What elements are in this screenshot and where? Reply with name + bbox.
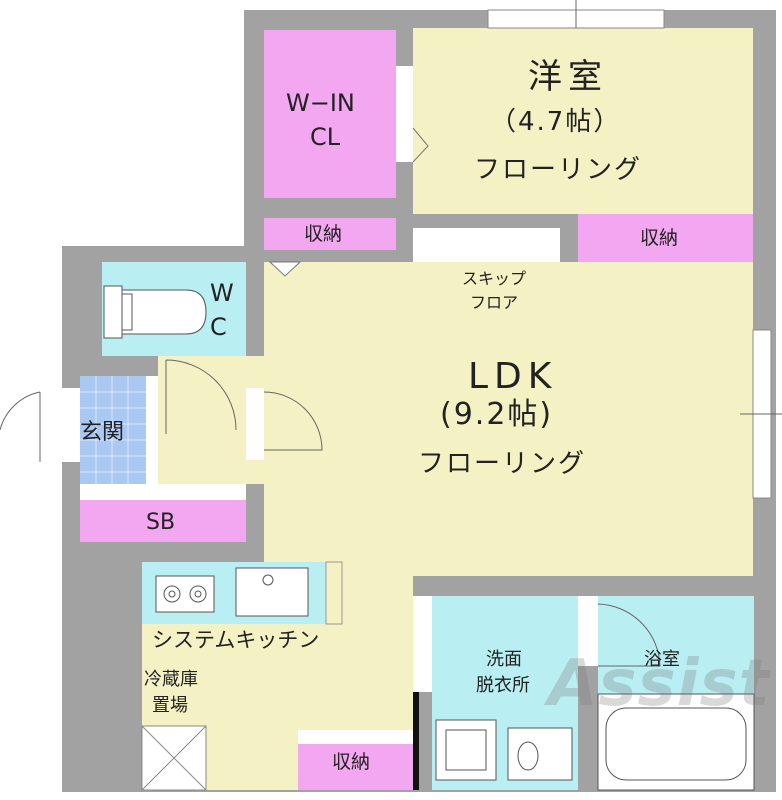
sink	[235, 567, 309, 617]
western-room-floor	[413, 28, 753, 214]
skip-floor-label-2: フロア	[470, 293, 519, 312]
skip-floor-step-marker	[268, 261, 302, 277]
washroom-label-2: 脱衣所	[476, 675, 530, 696]
western-room-floor-type: フローリング	[474, 155, 643, 185]
ldk-size: (9.2帖)	[440, 397, 554, 432]
skip-floor-label-1: スキップ	[462, 269, 527, 288]
top-window	[487, 0, 665, 29]
western-room-name: 洋室	[528, 57, 608, 97]
hall-door-swing	[263, 391, 323, 451]
storage-bottom	[298, 744, 413, 790]
entrance-door-swing	[0, 391, 41, 462]
storage-bottom-label: 収納	[332, 751, 371, 773]
walkin-closet	[264, 30, 396, 198]
hall-door	[246, 388, 264, 460]
ldk-floor-type: フローリング	[418, 449, 587, 479]
storage-top-left-label: 収納	[304, 223, 343, 245]
washroom-door-frame	[413, 692, 419, 790]
western-room-size: （4.7帖）	[490, 107, 622, 137]
toilet-seat	[121, 293, 133, 331]
closet-door	[396, 66, 413, 162]
fridge-cross	[141, 725, 207, 791]
fridge-label-1: 冷蔵庫	[144, 669, 198, 690]
entrance-floor	[80, 376, 146, 484]
storage-top-right	[578, 214, 753, 262]
kitchen-label: システムキッチン	[152, 628, 320, 652]
bathtub	[597, 693, 755, 791]
right-window	[740, 329, 782, 499]
ldk-name: LDK	[468, 356, 558, 397]
bath-label: 浴室	[644, 649, 680, 670]
kitchen-side-cabinet	[325, 561, 343, 625]
washroom-label-1: 洗面	[486, 649, 522, 670]
western-room-opening	[413, 228, 560, 264]
assist-watermark-logo: Assist	[548, 647, 771, 721]
entrance-label: 玄関	[80, 420, 125, 445]
wc-door-swing	[165, 359, 237, 434]
storage-bottom-top	[298, 730, 413, 744]
washroom-door	[413, 596, 432, 692]
entrance-step	[146, 376, 158, 484]
storage-top-right-label: 収納	[640, 227, 679, 249]
walkin-closet-label-1: W−IN	[286, 89, 355, 117]
closet-door-swing	[412, 127, 429, 163]
shoe-box-label: SB	[146, 510, 176, 535]
stove	[155, 575, 215, 613]
wc-label-2: C	[210, 313, 227, 341]
walkin-closet-label-2: CL	[310, 123, 341, 151]
bath-door-swing	[597, 603, 661, 667]
washing-machine	[435, 719, 497, 781]
bath-door	[578, 596, 598, 666]
fridge-label-2: 置場	[152, 695, 188, 716]
shoe-box	[80, 500, 246, 542]
storage-top-left	[264, 218, 396, 250]
shoe-box-top	[80, 484, 246, 500]
entrance-tile-grid	[80, 376, 146, 484]
wc-label-1: W	[210, 279, 234, 307]
wash-basin	[507, 727, 573, 781]
toilet-bowl	[121, 289, 207, 335]
toilet-tank	[103, 285, 123, 339]
